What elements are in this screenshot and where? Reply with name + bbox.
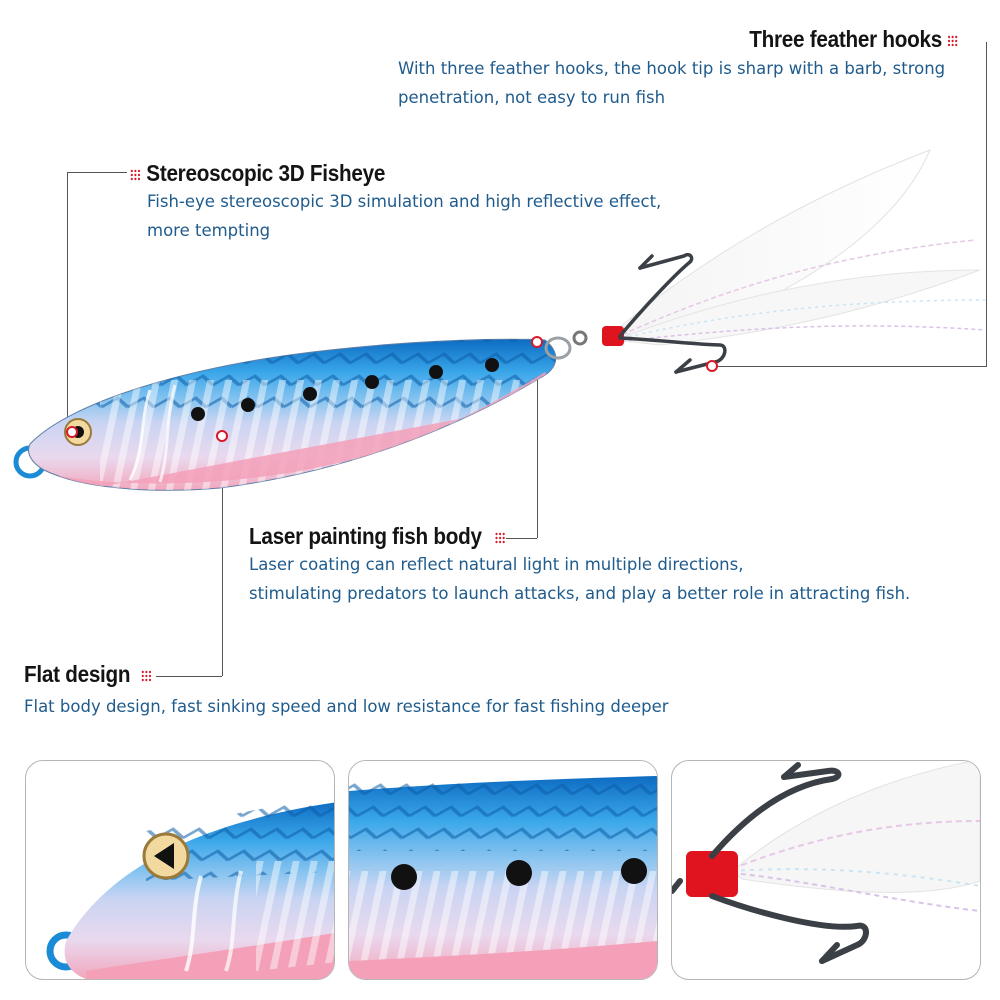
leader-flat: [222, 436, 223, 676]
fisheye-line-1: Fish-eye stereoscopic 3D simulation and …: [147, 192, 662, 211]
fisheye-heading: Stereoscopic 3D Fisheye: [130, 160, 385, 187]
hooks-description: With three feather hooks, the hook tip i…: [398, 54, 945, 112]
detail-panel-body: [348, 760, 658, 980]
laser-description: Laser coating can reflect natural light …: [249, 550, 910, 608]
fisheye-description: Fish-eye stereoscopic 3D simulation and …: [147, 187, 661, 245]
hooks-heading: Three feather hooks: [749, 26, 958, 53]
hooks-line-2: penetration, not easy to run fish: [398, 88, 666, 107]
split-ring: [544, 336, 572, 360]
dot-grid-icon: [494, 532, 505, 544]
thread-wrap: [602, 326, 624, 346]
hooks-title: Three feather hooks: [748, 26, 942, 52]
leader-fisheye: [67, 172, 127, 173]
feather-tuft: [608, 149, 986, 346]
leader-hooks-h: [712, 366, 986, 367]
detail-panel-hook: [671, 760, 981, 980]
body-spots: [191, 358, 499, 421]
hooks-line-1: With three feather hooks, the hook tip i…: [398, 59, 946, 78]
leader-flat-h: [156, 676, 222, 677]
dot-grid-icon: [947, 35, 958, 47]
leader-laser-h: [506, 538, 537, 539]
dot-grid-icon: [130, 169, 141, 181]
flat-line-1: Flat body design, fast sinking speed and…: [24, 697, 669, 716]
flat-description: Flat body design, fast sinking speed and…: [24, 692, 669, 721]
fisheye-line-2: more tempting: [147, 221, 271, 240]
laser-title: Laser painting fish body: [249, 523, 482, 549]
laser-line-2: stimulating predators to launch attacks,…: [249, 584, 911, 603]
laser-line-1: Laser coating can reflect natural light …: [249, 555, 744, 574]
leader-laser: [537, 342, 538, 538]
leader-fisheye-v: [67, 172, 68, 432]
treble-hook-icon: [618, 252, 727, 374]
leader-hooks: [986, 42, 987, 367]
laser-heading: Laser painting fish body: [249, 523, 505, 550]
dot-grid-icon: [141, 670, 152, 682]
detail-panel-head: [25, 760, 335, 980]
fisheye-title: Stereoscopic 3D Fisheye: [146, 160, 386, 186]
main-lure-illustration: [13, 149, 986, 491]
hotspot-markers: [66, 336, 718, 442]
flat-heading: Flat design: [24, 661, 152, 688]
flat-title: Flat design: [24, 661, 131, 687]
